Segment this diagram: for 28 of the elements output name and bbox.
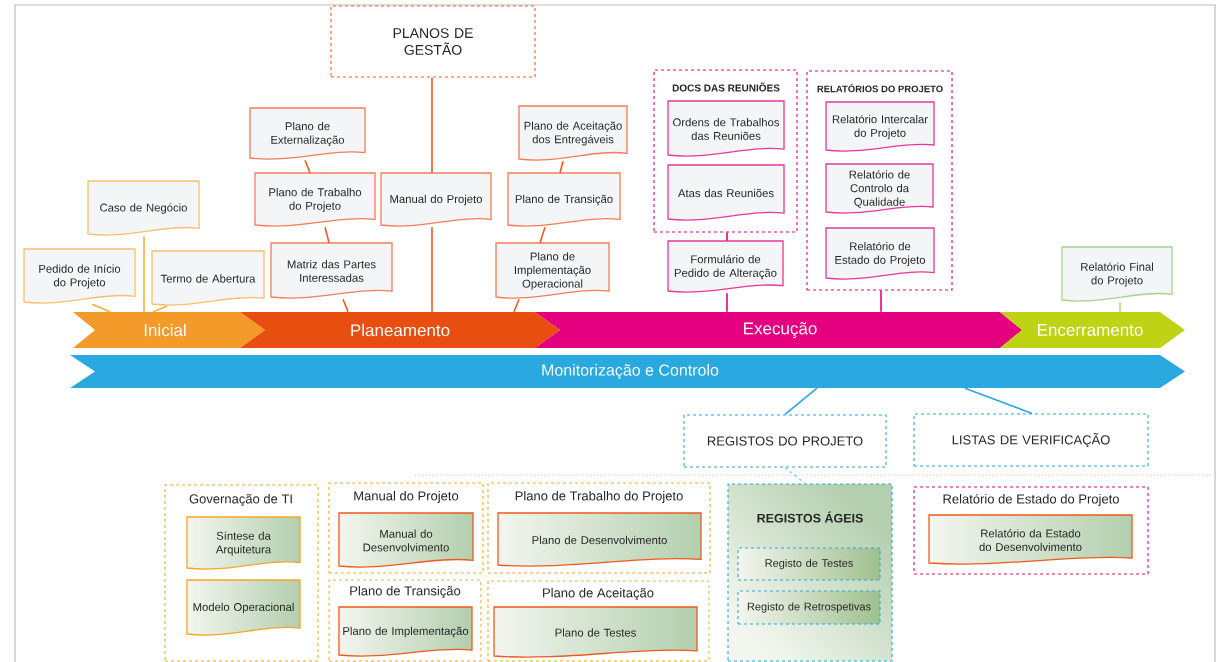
connector-line (324, 226, 330, 244)
phase-band: Planeamento (240, 312, 560, 348)
connector-line (1119, 301, 1121, 313)
dashed-box: Registo de Retrospetivas (737, 590, 881, 625)
connector-line (726, 292, 728, 313)
connector-line (559, 160, 564, 174)
connector-line (91, 303, 111, 313)
connector-line (726, 231, 728, 242)
dashed-box: REGISTOS DO PROJETO (683, 414, 887, 468)
dashed-box: Registo de Testes (737, 547, 881, 581)
connector-line (431, 76, 433, 174)
connector-line (784, 387, 818, 416)
dashed-box: LISTAS DE VERIFICAÇÃO (913, 413, 1149, 467)
connector-line (513, 298, 520, 313)
connector-line (304, 159, 311, 174)
phase-band: Inicial (73, 312, 265, 348)
connector-line (784, 466, 806, 485)
connector-line (880, 289, 882, 313)
connector-line (143, 235, 145, 313)
dashed-box: PLANOS DE GESTÃO (330, 5, 536, 78)
connector-line (431, 226, 433, 313)
connector-line (539, 226, 546, 244)
connector-line (152, 305, 168, 313)
phase-band: Monitorização e Controlo (70, 355, 1185, 388)
phase-band: Encerramento (1000, 312, 1185, 348)
connector-line (342, 298, 349, 313)
connector-line (964, 387, 1033, 415)
phase-band: Execução (535, 312, 1022, 348)
